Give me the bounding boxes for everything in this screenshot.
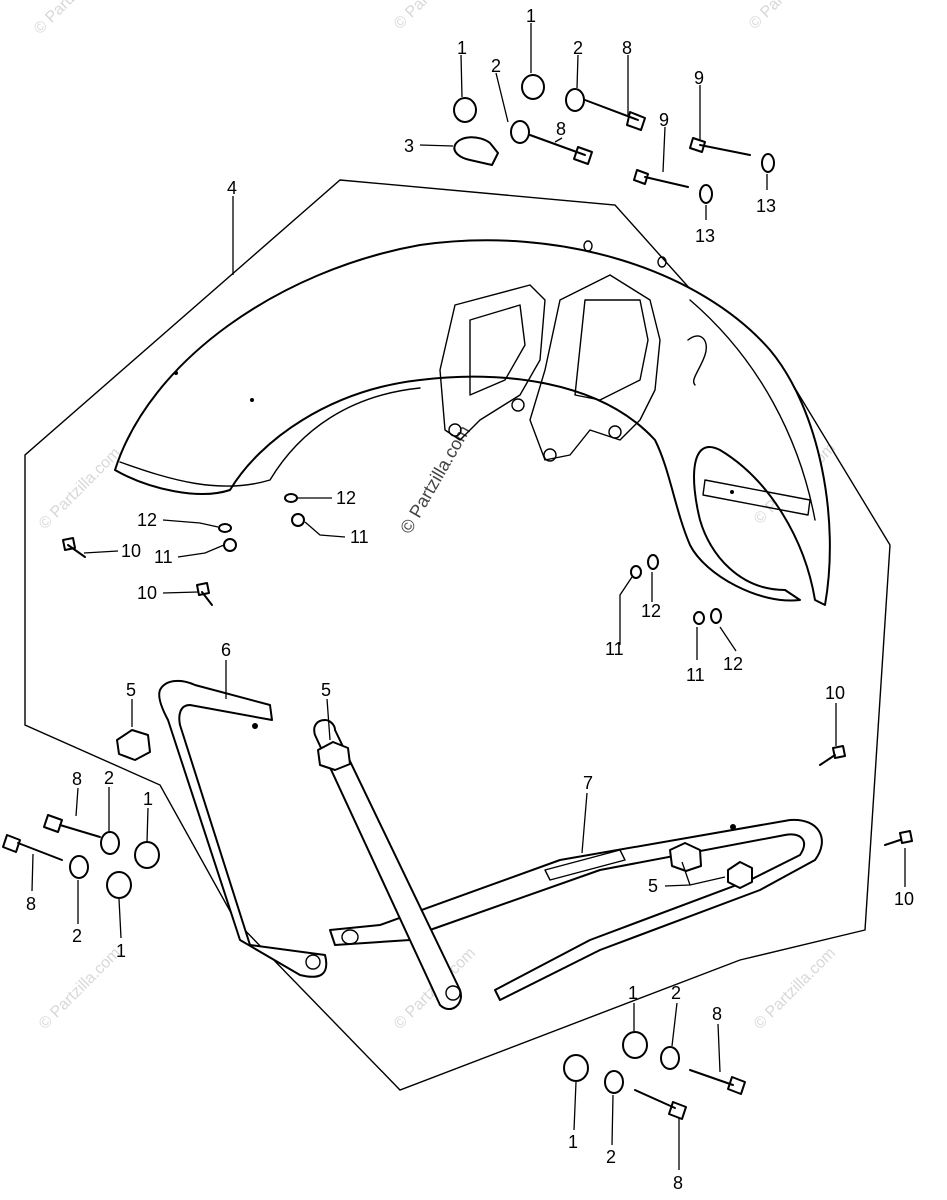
watermark-text: © Partzilla.com (751, 945, 839, 1033)
callout-label: 10 (894, 889, 914, 909)
nut-icon (291, 513, 305, 527)
callout-label: 1 (116, 941, 126, 961)
callout-label: 5 (126, 680, 136, 700)
callout-label: 1 (628, 983, 638, 1003)
callout-label: 8 (673, 1173, 683, 1193)
watermark-text: © Partzilla.com (36, 945, 124, 1033)
callout-label: 7 (583, 773, 593, 793)
bolt-icon (2, 834, 63, 861)
callout-label: 12 (641, 601, 661, 621)
callout-label: 13 (695, 226, 715, 246)
washer-icon (699, 184, 713, 204)
callout-label: 11 (686, 665, 705, 685)
grommet-icon (563, 1054, 589, 1082)
callout-label: 8 (622, 38, 632, 58)
callout-label: 1 (457, 38, 467, 58)
hardware-parts (2, 74, 913, 1120)
callout-label: 6 (221, 640, 231, 660)
nut-icon (630, 565, 642, 579)
grommet-icon (453, 97, 477, 123)
screw-icon (62, 537, 86, 558)
front-fender (114, 239, 831, 606)
screw-icon (633, 169, 689, 188)
fender-hole (730, 490, 734, 494)
collar-icon (100, 831, 120, 855)
grommet-icon (622, 1031, 648, 1059)
callout-label: 11 (350, 527, 369, 547)
callout-label: 1 (143, 789, 153, 809)
nut-icon (693, 611, 705, 625)
bolt-icon (584, 99, 646, 131)
screw-icon (196, 582, 213, 606)
watermark-text: © Partzilla.com (31, 0, 119, 38)
nut-icon (223, 538, 237, 552)
collar-icon (660, 1046, 680, 1070)
callout-labels: 1 1 2 8 2 8 3 9 9 13 13 4 12 11 12 10 11… (26, 6, 914, 1193)
callout-label: 2 (606, 1147, 616, 1167)
watermark-text: © Partzilla.com (36, 445, 124, 533)
callout-label: 5 (321, 680, 331, 700)
watermark-center-text: © Partzilla.com (396, 422, 474, 537)
grommet-icon (134, 841, 160, 869)
callout-label: 1 (526, 6, 536, 26)
callout-label: 10 (137, 583, 157, 603)
grommet-icon (521, 74, 545, 100)
callout-label: 5 (648, 876, 658, 896)
callout-label: 2 (573, 38, 583, 58)
callout-label: 2 (491, 56, 501, 76)
callout-label: 2 (104, 768, 114, 788)
watermark-text: © Partzilla.com (391, 0, 479, 33)
callout-label: 10 (121, 541, 141, 561)
callout-label: 2 (72, 926, 82, 946)
washer-icon (284, 493, 298, 503)
callout-label: 9 (659, 110, 669, 130)
collar-icon (510, 120, 530, 144)
watermark-text: © Partzilla.com (746, 0, 834, 33)
bolt-icon (634, 1089, 687, 1120)
callout-label: 9 (694, 68, 704, 88)
washer-icon (647, 554, 659, 570)
callout-label: 2 (671, 983, 681, 1003)
collar-icon (565, 88, 585, 112)
callout-label: 1 (568, 1132, 578, 1152)
screw-icon (884, 830, 913, 846)
callout-label: 8 (712, 1004, 722, 1024)
callout-label: 13 (756, 196, 776, 216)
fender-hole (250, 398, 254, 402)
bolt-icon (529, 134, 593, 165)
fender-stay-lower (329, 818, 823, 1001)
collar-icon (604, 1070, 624, 1094)
grommet-icon (106, 871, 132, 899)
callout-leaders (31, 23, 906, 1170)
callout-label: 12 (723, 654, 743, 674)
fender-hole (174, 371, 178, 375)
callout-label: 8 (556, 119, 566, 139)
nut-icon (317, 741, 351, 771)
collar-icon (69, 855, 89, 879)
callout-label: 12 (336, 488, 356, 508)
fender-stay-rod (313, 719, 462, 1010)
washer-icon (761, 153, 775, 173)
nut-icon (669, 842, 702, 872)
callout-label: 11 (605, 639, 624, 659)
screw-icon (819, 745, 846, 766)
callout-label: 8 (26, 894, 36, 914)
bolt-icon (689, 1069, 746, 1095)
bolt-icon (43, 814, 101, 838)
washer-icon (218, 523, 232, 533)
callout-label: 12 (137, 510, 157, 530)
washer-icon (710, 608, 722, 624)
callout-label: 11 (154, 547, 173, 567)
callout-label: 8 (72, 769, 82, 789)
nut-icon (727, 861, 753, 889)
clip-icon (453, 136, 499, 166)
callout-label: 10 (825, 683, 845, 703)
callout-label: 4 (227, 178, 237, 198)
screw-icon (689, 137, 751, 156)
fender-stay-upper (158, 679, 328, 978)
nut-icon (116, 729, 151, 761)
callout-label: 3 (404, 136, 414, 156)
